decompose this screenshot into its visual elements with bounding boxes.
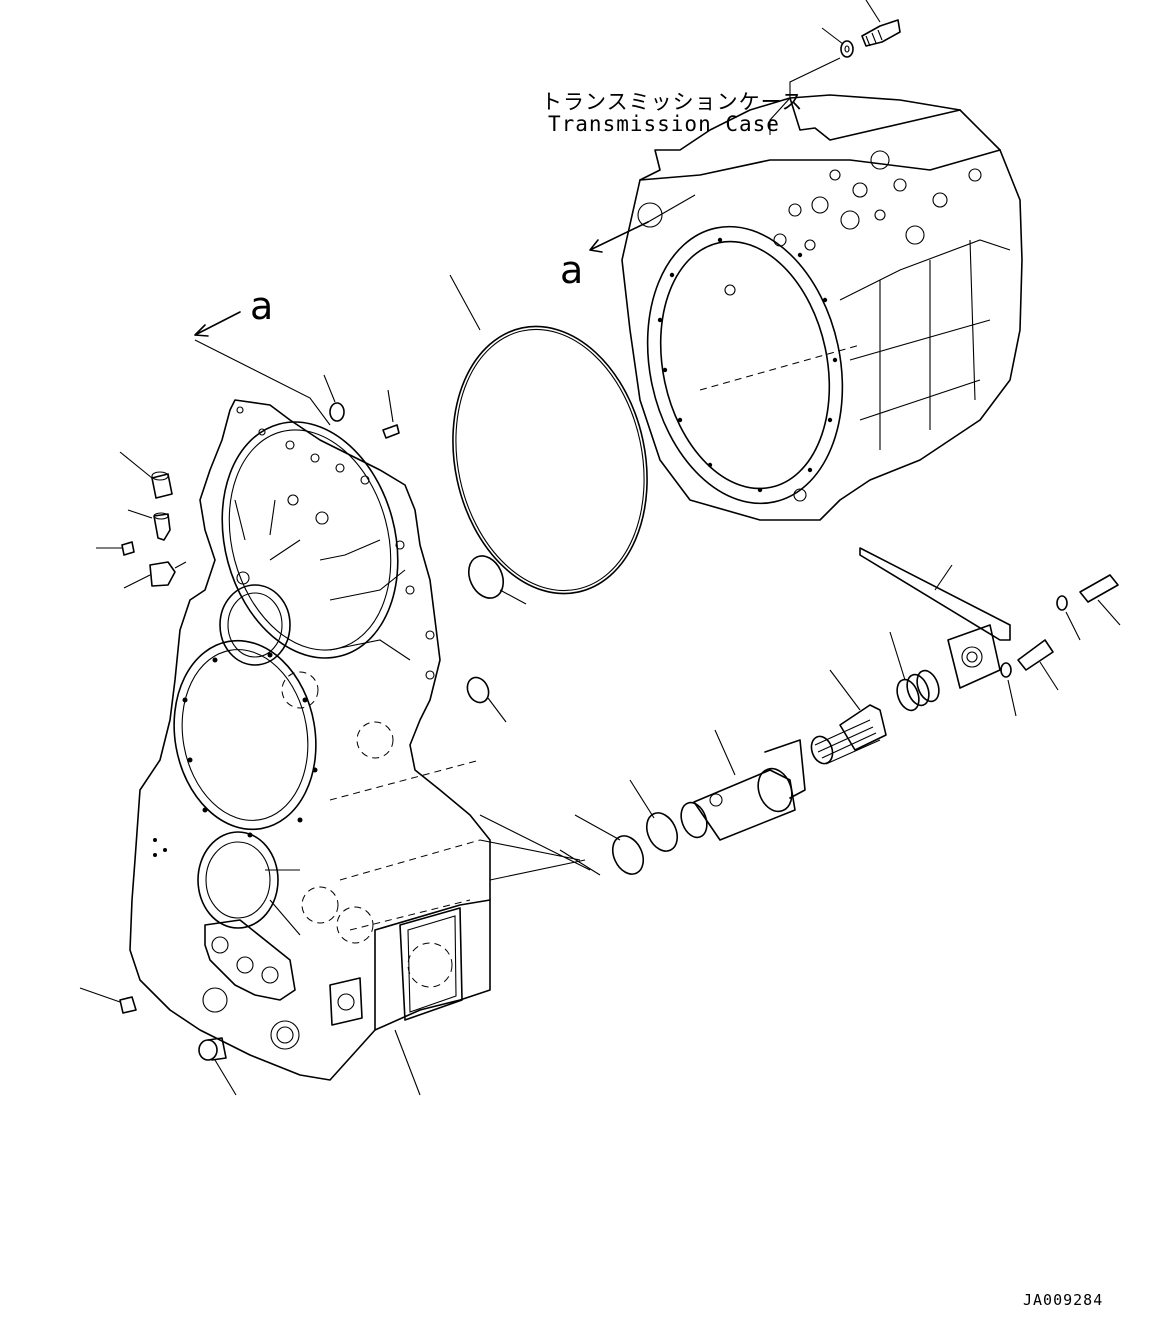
fitting-3: [96, 541, 135, 556]
case-name-english: Transmission Case: [548, 112, 780, 136]
case-washer: [821, 27, 854, 58]
o-ring-3: [574, 814, 645, 875]
o-ring-4: [629, 779, 679, 852]
housing-leader: [394, 1029, 421, 1096]
drain-plug-1: [79, 987, 137, 1014]
case-name-japanese: トランスミッションケース: [541, 90, 804, 114]
case-bolt: [861, 0, 901, 47]
drain-plug-2: [198, 1037, 237, 1096]
front-cover-housing: [129, 399, 491, 1081]
piston-seal: [889, 631, 940, 712]
view-marker-upper: a: [560, 248, 584, 292]
fitting-4: [123, 561, 187, 589]
end-cover: [947, 624, 1001, 689]
piston-spring: [810, 669, 887, 765]
leader-lines: [479, 814, 601, 881]
view-marker-left: a: [250, 284, 274, 328]
fitting-1: [119, 451, 173, 499]
o-ring-gasket: [449, 274, 648, 595]
o-ring-2: [466, 676, 507, 723]
brake-cylinder: [680, 729, 806, 841]
dowel-pins: [323, 374, 400, 439]
o-ring-1: [467, 555, 527, 605]
fitting-2: [127, 509, 171, 541]
case-leader-lines: [589, 57, 841, 253]
drawing-code: JA009284: [1023, 1291, 1104, 1309]
transmission-case: [621, 94, 1023, 521]
bracket-plate: [859, 547, 1011, 641]
left-marker-leader: [194, 311, 331, 426]
cover-bolts: [1000, 574, 1121, 717]
